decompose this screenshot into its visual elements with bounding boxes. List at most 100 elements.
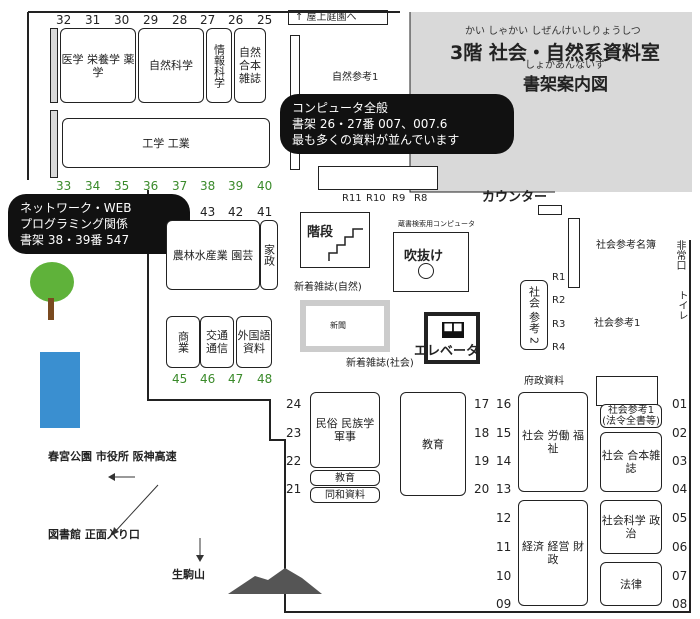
callout-line: 最も多くの資料が並んでいます	[292, 133, 460, 147]
title-furigana-2: しょかあんないず	[525, 60, 605, 71]
section-natural-science: 自然科学	[138, 28, 204, 103]
page-title: 3階 社会・自然系資料室	[450, 42, 660, 64]
shelf-number: 22	[286, 454, 302, 468]
callout-line: プログラミング関係	[20, 217, 129, 231]
shelf-number: 05	[672, 511, 688, 525]
section-economy: 経済 経営 財政	[518, 500, 588, 606]
elevator-icon: ■■	[442, 322, 464, 338]
section-society-ref2: 社会 参考 2	[520, 280, 548, 350]
section-social-science: 社会科学 政治	[600, 500, 662, 554]
shelf-number: 09	[496, 597, 512, 611]
title-furigana: かい しゃかい しぜんけいしりょうしつ	[465, 26, 641, 37]
soc-ref1-label: 社会参考1	[594, 318, 641, 329]
new-social-label: 新着雑誌(社会)	[346, 358, 414, 369]
section-folk: 民俗 民族学 軍事	[310, 392, 380, 468]
section-law: 法律	[600, 562, 662, 606]
section-education-2: 教育	[310, 470, 380, 486]
elevator-label: エレベータ	[414, 344, 480, 359]
shelf-number: 28	[172, 13, 188, 27]
emergency-exit-label: 非常口	[674, 240, 685, 270]
shelf-number: 11	[496, 540, 512, 554]
gov-label: 府政資料	[524, 376, 564, 387]
shelf-number: 08	[672, 597, 688, 611]
callout-computer: コンピュータ全般 書架 26・27番 007、007.6 最も多くの資料が並んで…	[280, 94, 514, 154]
shelf-number: 01	[672, 397, 688, 411]
shelf-number: 33	[56, 179, 72, 193]
atrium-label: 吹抜け	[404, 249, 444, 264]
shelf-number: 40	[257, 179, 273, 193]
shelf-number: 31	[85, 13, 101, 27]
toilet-label: トイレ	[676, 290, 687, 320]
page-subtitle: 書架案内図	[523, 75, 608, 95]
callout-line: 書架 38・39番 547	[20, 233, 130, 247]
shelf-number: 39	[228, 179, 244, 193]
roof-garden-label: ↑ 屋上庭園へ	[288, 10, 388, 25]
shelf-number: R10	[366, 193, 386, 204]
new-natural-label: 新着雑誌(自然)	[294, 282, 362, 293]
shelf-number: 34	[85, 179, 101, 193]
shelf-number: 45	[172, 372, 188, 386]
counter-desk	[538, 205, 562, 215]
shelf-number: 21	[286, 482, 302, 496]
shelf-number: 13	[496, 482, 512, 496]
park-label: 春宮公園 市役所 阪神高速	[48, 450, 177, 463]
shelf-number: 16	[496, 397, 512, 411]
reference-shelves	[318, 166, 438, 190]
callout-line: ネットワーク・WEB	[20, 201, 132, 215]
shelf-number: 47	[228, 372, 244, 386]
library-entrance-label: 図書館 正面入り口	[48, 528, 140, 541]
shelf-number: 35	[114, 179, 130, 193]
section-social-ref1b: 社会参考1 (法令全書等)	[600, 404, 662, 428]
section-society: 社会 労働 福祉	[518, 392, 588, 492]
section-social-journal: 社会 合本雑誌	[600, 432, 662, 492]
shelf-number: R11	[342, 193, 362, 204]
section-education: 教育	[400, 392, 466, 496]
shelf-number: 14	[496, 454, 512, 468]
callout-line: 書架 26・27番 007、007.6	[292, 117, 448, 131]
shelf-number: 15	[496, 426, 512, 440]
shelf-number: 25	[257, 13, 273, 27]
shelf-number: R9	[392, 193, 406, 204]
shelf-number: 46	[200, 372, 216, 386]
shelf-number: 32	[56, 13, 72, 27]
shelf-number: 26	[228, 13, 244, 27]
tree-trunk-icon	[48, 298, 54, 320]
elevator: ■■	[424, 312, 480, 364]
shelf-number: 04	[672, 482, 688, 496]
soc-ref-list-label: 社会参考名簿	[596, 240, 656, 251]
section-home-economics: 家政	[260, 220, 278, 290]
shelf-number: 10	[496, 569, 512, 583]
shelf-number: R1	[552, 272, 566, 283]
shelf-number: 30	[114, 13, 130, 27]
section-foreign: 外国語 資料	[236, 316, 272, 368]
shelf-number: 43	[200, 205, 216, 219]
shelf	[568, 218, 580, 288]
shelf	[50, 28, 58, 103]
shelf-number: 29	[143, 13, 159, 27]
shelf-number: 36	[143, 179, 159, 193]
shelf-number: R8	[414, 193, 428, 204]
shelf-number: 41	[257, 205, 273, 219]
section-medical: 医学 栄養学 薬学	[60, 28, 136, 103]
shelf-number: 06	[672, 540, 688, 554]
section-dowa: 同和資料	[310, 487, 380, 503]
shelf-number: 19	[474, 454, 490, 468]
shelf-number: 02	[672, 426, 688, 440]
shelf-number: R2	[552, 295, 566, 306]
stairs-label: 階段	[307, 225, 334, 240]
shelf-number: 03	[672, 454, 688, 468]
shelf	[596, 376, 658, 406]
atrium: 吹抜け	[393, 232, 469, 292]
shelf-number: 38	[200, 179, 216, 193]
shelf-number: 48	[257, 372, 273, 386]
section-engineering: 工学 工業	[62, 118, 270, 168]
callout-network: ネットワーク・WEB プログラミング関係 書架 38・39番 547	[8, 194, 190, 254]
shelf-number: 12	[496, 511, 512, 525]
shelf-number: 23	[286, 426, 302, 440]
shelf-number: 20	[474, 482, 490, 496]
section-info-science: 情報科学	[206, 28, 232, 103]
shelf-number: R4	[552, 342, 566, 353]
shelf	[50, 110, 58, 178]
newspaper-label: 新聞	[330, 321, 346, 330]
